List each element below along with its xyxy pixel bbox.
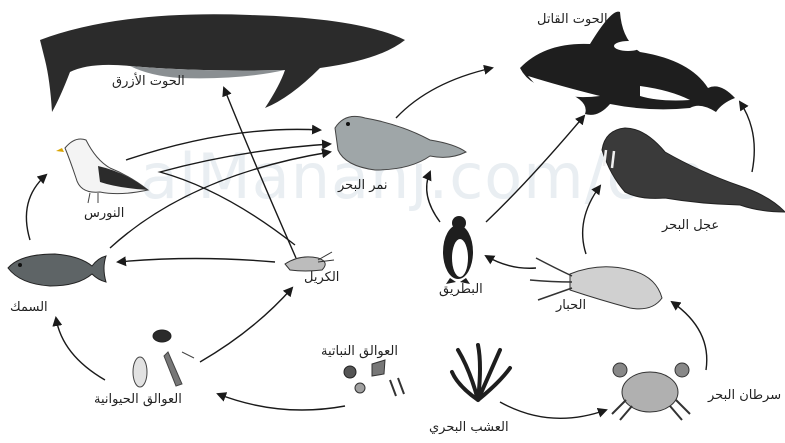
fish-image bbox=[8, 254, 106, 286]
seal-image bbox=[335, 116, 466, 170]
label-killer-whale: الحوت القاتل bbox=[537, 12, 608, 27]
phytoplankton-image bbox=[344, 360, 404, 396]
seaweed-image bbox=[452, 345, 510, 400]
arrow-seaweed-to-crab bbox=[500, 402, 606, 418]
walrus-image bbox=[602, 128, 785, 212]
arrow-krill-to-fish bbox=[118, 259, 275, 263]
label-squid: الحبار bbox=[556, 298, 586, 313]
squid-image bbox=[530, 258, 662, 309]
zooplankton-image bbox=[133, 330, 194, 387]
arrow-seagull-to-seal bbox=[126, 129, 320, 160]
arrow-zooplankton-to-krill bbox=[200, 288, 292, 362]
label-penguin: البطريق bbox=[439, 282, 483, 297]
label-walrus: عجل البحر bbox=[662, 218, 719, 233]
label-blue-whale: الحوت الأزرق bbox=[112, 74, 185, 89]
arrow-squid-to-walrus bbox=[583, 186, 600, 254]
label-seagull: النورس bbox=[84, 206, 124, 221]
arrow-krill-to-seal bbox=[160, 144, 330, 245]
arrow-penguin-to-killer-whale bbox=[486, 116, 584, 222]
label-crab: سرطان البحر bbox=[708, 388, 781, 403]
arrow-phytoplankton-to-zooplankton bbox=[218, 394, 345, 410]
crab-image bbox=[612, 363, 690, 420]
arrow-fish-to-seagull bbox=[26, 175, 46, 240]
label-seaweed: العشب البحري bbox=[429, 420, 509, 435]
arrow-walrus-to-killer-whale bbox=[740, 102, 754, 172]
killer-whale-image bbox=[520, 12, 735, 115]
label-zooplankton: العوالق الحيوانية bbox=[94, 392, 182, 407]
seagull-image bbox=[56, 139, 148, 203]
label-fish: السمك bbox=[10, 300, 48, 315]
label-krill: الكريل bbox=[304, 270, 339, 285]
arrow-penguin-to-seal bbox=[427, 172, 440, 222]
arrow-fish-to-seal bbox=[110, 152, 330, 248]
arrow-squid-to-penguin bbox=[486, 256, 536, 268]
blue-whale-image bbox=[40, 14, 405, 112]
label-seal: نمر البحر bbox=[338, 178, 388, 193]
arrow-krill-to-blue-whale bbox=[224, 88, 296, 258]
arrow-zooplankton-to-fish bbox=[56, 318, 105, 380]
arrow-seal-to-killer-whale bbox=[396, 68, 492, 118]
label-phytoplankton: العوالق النباتية bbox=[321, 344, 398, 359]
krill-image bbox=[285, 252, 334, 271]
arrow-crab-to-squid bbox=[672, 302, 707, 370]
penguin-image bbox=[443, 216, 473, 284]
